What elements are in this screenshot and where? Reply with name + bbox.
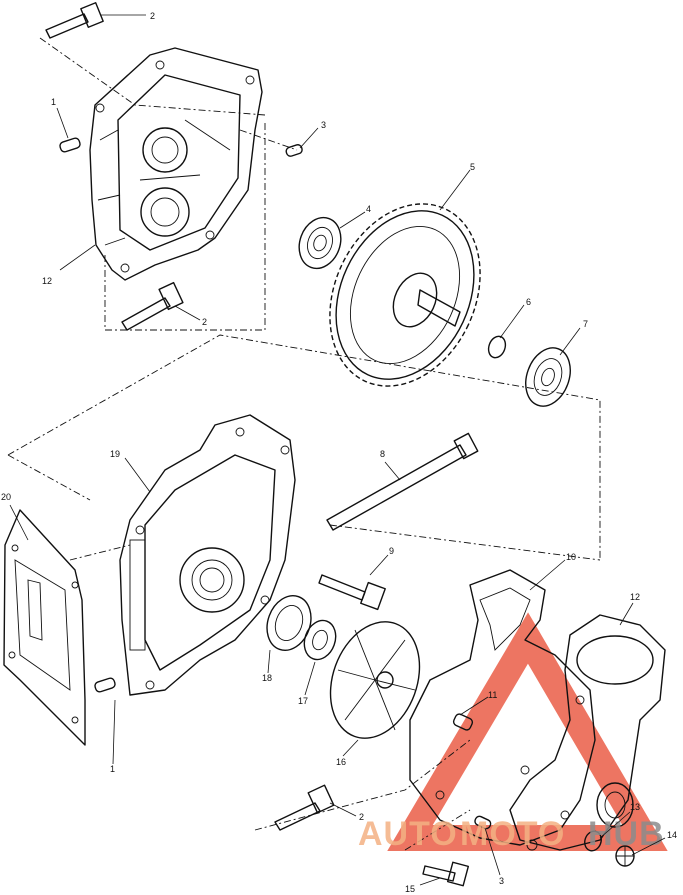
callout-15: 15 [405, 884, 415, 894]
callout-3-top: 3 [321, 120, 326, 130]
callout-labels: 2 1 3 4 5 6 7 12 2 19 20 8 9 10 12 11 18… [1, 11, 677, 894]
callout-13: 13 [630, 802, 640, 812]
watermark-moto: MOTO [460, 815, 565, 853]
bolt-middle [121, 281, 184, 331]
watermark-hub: HUB [588, 815, 665, 853]
callout-16: 16 [336, 757, 346, 767]
callout-18: 18 [262, 673, 272, 683]
callout-2-middle: 2 [202, 317, 207, 327]
callout-11: 11 [488, 690, 497, 700]
callout-19: 19 [110, 449, 120, 459]
callout-2-top: 2 [150, 11, 155, 21]
dowel-pin-11 [452, 713, 474, 731]
callout-5: 5 [470, 162, 475, 172]
plug-14 [615, 845, 635, 867]
bearing-7 [525, 347, 571, 407]
gear-5 [329, 203, 481, 387]
watermark-triangle [387, 612, 668, 851]
assembly-lines [7, 37, 601, 851]
lower-housing-19 [119, 414, 296, 696]
callout-2-bottom: 2 [359, 812, 364, 822]
pump-cover-12 [509, 614, 666, 851]
callout-14: 14 [667, 830, 677, 840]
gasket-20 [3, 509, 86, 746]
leader-lines [9, 14, 666, 886]
dowel-pin-right [285, 144, 303, 157]
bolt-9 [318, 574, 386, 611]
bearing-4 [298, 216, 342, 270]
watermark-logo [387, 612, 668, 851]
watermark-auto: AUTO [358, 815, 458, 853]
dowel-pin-top [59, 137, 81, 153]
callout-12-upper: 12 [42, 276, 52, 286]
dowel-pin-lower [94, 677, 116, 693]
callout-7: 7 [583, 319, 588, 329]
impeller-16 [329, 621, 421, 739]
callout-6: 6 [526, 297, 531, 307]
pump-gasket-10 [409, 569, 596, 846]
dowel-pin-bottom [474, 815, 492, 830]
upper-cover-housing [89, 47, 263, 281]
callout-4: 4 [366, 204, 371, 214]
washer-17 [303, 619, 337, 661]
bolt-bottom [274, 784, 335, 831]
callout-12-lower: 12 [630, 592, 640, 602]
callout-17: 17 [298, 696, 308, 706]
callout-10: 10 [566, 552, 576, 562]
bearing-18 [266, 595, 312, 651]
bolt-15 [422, 861, 470, 887]
callout-8: 8 [380, 449, 385, 459]
snap-ring-6 [487, 335, 507, 359]
callout-3-bottom: 3 [499, 876, 504, 886]
stud-bolt-8 [326, 432, 479, 531]
callout-20: 20 [1, 492, 11, 502]
callout-9: 9 [389, 546, 394, 556]
bolt-top [45, 2, 104, 39]
callout-1-top: 1 [51, 97, 56, 107]
washer-13 [584, 830, 602, 852]
watermark-text: AUTO MOTO HUB [358, 815, 665, 853]
callout-1-lower: 1 [110, 764, 115, 774]
